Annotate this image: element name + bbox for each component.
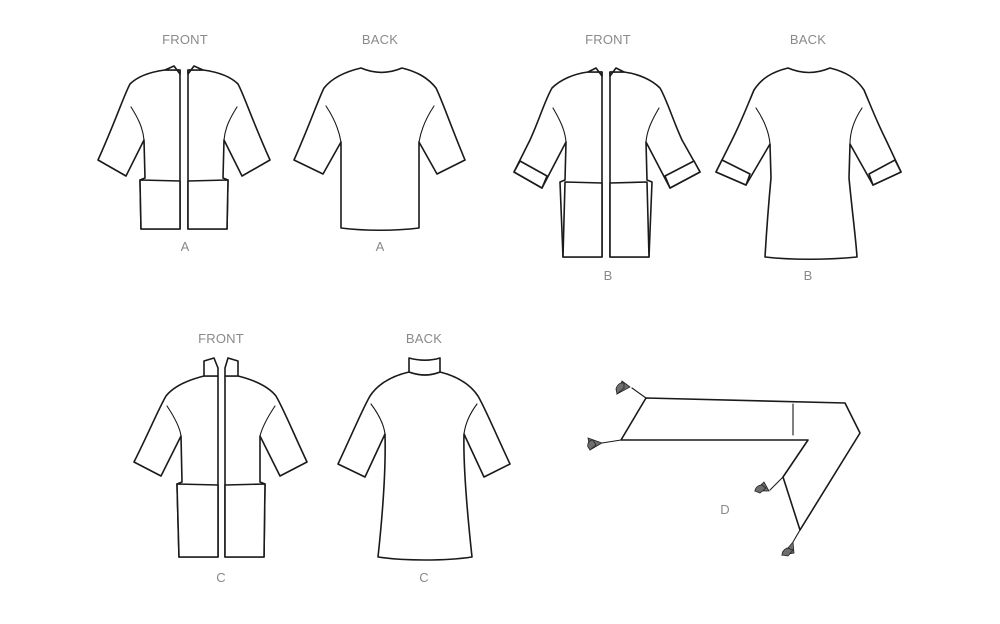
view-b-front-drawing	[513, 67, 701, 258]
view-a-front-caption: A	[180, 239, 190, 254]
view-c-front-drawing	[133, 357, 308, 558]
view-b-front-label: FRONT	[585, 32, 631, 47]
view-a-back-label: BACK	[361, 32, 399, 47]
tassel-icon	[754, 481, 770, 494]
view-c-front-label: FRONT	[198, 331, 244, 346]
view-b-front-caption: B	[603, 268, 613, 283]
tassel-icon	[587, 437, 603, 451]
view-a-back-caption: A	[375, 239, 385, 254]
view-c-back-label: BACK	[405, 331, 443, 346]
view-b-back-drawing	[715, 67, 902, 261]
view-b-back-caption: B	[803, 268, 813, 283]
view-c-back-caption: C	[419, 570, 429, 585]
view-c-front-caption: C	[216, 570, 226, 585]
view-d-caption: D	[720, 502, 730, 517]
view-d-belt-drawing	[587, 380, 861, 557]
tassel-icon	[615, 380, 631, 395]
view-c-back-drawing	[337, 357, 511, 561]
view-b-back-label: BACK	[789, 32, 827, 47]
tassel-icon	[780, 541, 795, 557]
view-a-front-drawing	[97, 65, 271, 230]
view-a-back-drawing	[293, 67, 466, 232]
view-a-front-label: FRONT	[162, 32, 208, 47]
